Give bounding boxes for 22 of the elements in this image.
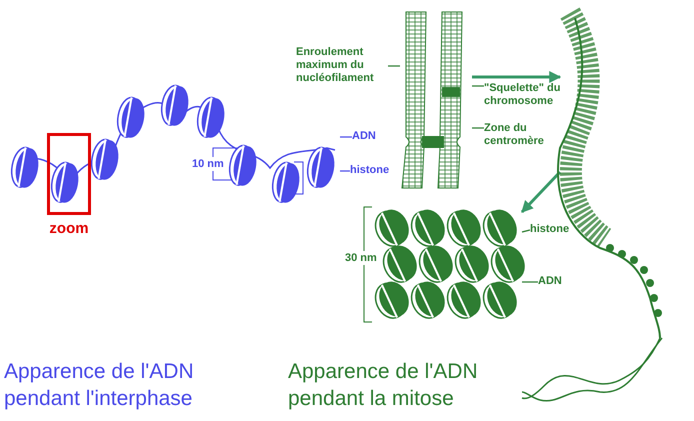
- leader-line: [340, 136, 352, 138]
- leader-line: [388, 65, 400, 67]
- part-label: ADN: [538, 275, 568, 288]
- leader-line: [472, 127, 484, 129]
- part-label: histone: [350, 164, 410, 177]
- arrow: [520, 170, 562, 214]
- dimension-label: 30 nm: [345, 251, 377, 266]
- leader-line: [340, 170, 350, 172]
- leader-line: [522, 281, 538, 283]
- section-heading: Apparence de l'ADN pendant la mitose: [288, 359, 479, 412]
- highlight-frame: [47, 133, 91, 215]
- part-label: Enroulement maximum du nucléofilament: [296, 46, 388, 85]
- part-label: "Squelette" du chromosome: [484, 82, 580, 108]
- section-heading: Apparence de l'ADN pendant l'interphase: [4, 359, 195, 412]
- leader-line: [522, 229, 530, 233]
- arrow: [472, 71, 562, 83]
- leader-line: [472, 85, 484, 87]
- frame-caption: zoom: [48, 220, 90, 237]
- dimension-label: 10 nm: [192, 157, 224, 172]
- part-label: ADN: [352, 130, 392, 143]
- part-label: histone: [530, 223, 580, 236]
- part-label: Zone du centromère: [484, 122, 564, 148]
